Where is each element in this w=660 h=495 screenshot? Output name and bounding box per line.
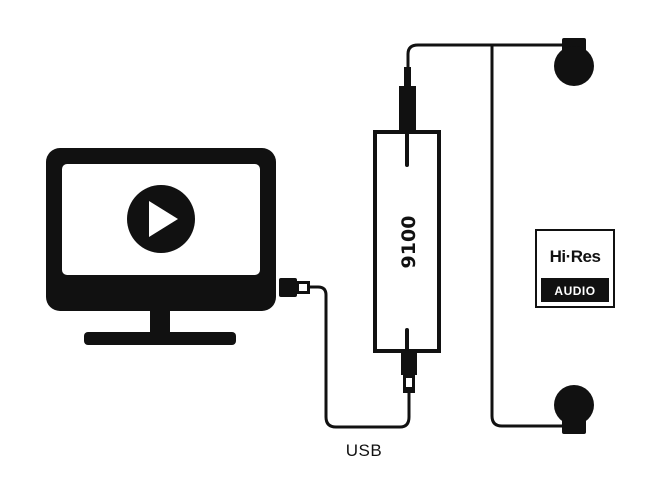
hires-logo-top-text: Hi·Res	[550, 247, 601, 266]
usb-cable	[308, 285, 411, 429]
headphone-cable	[406, 43, 564, 70]
play-icon	[127, 185, 195, 253]
usb-label: USB	[345, 441, 383, 460]
headphone-cable-branch	[490, 43, 564, 428]
usb-plug-icon	[401, 350, 417, 393]
usb-plug-icon	[279, 278, 310, 297]
dac-device: 9100	[373, 130, 441, 353]
hires-audio-logo: Hi·Res AUDIO	[535, 229, 615, 308]
dac-model-label: 9100	[398, 216, 420, 269]
earbud-icon	[554, 38, 594, 86]
earbud-icon	[554, 385, 594, 434]
hires-logo-bottom-text: AUDIO	[554, 284, 595, 298]
headphone-jack-plug	[399, 67, 416, 133]
